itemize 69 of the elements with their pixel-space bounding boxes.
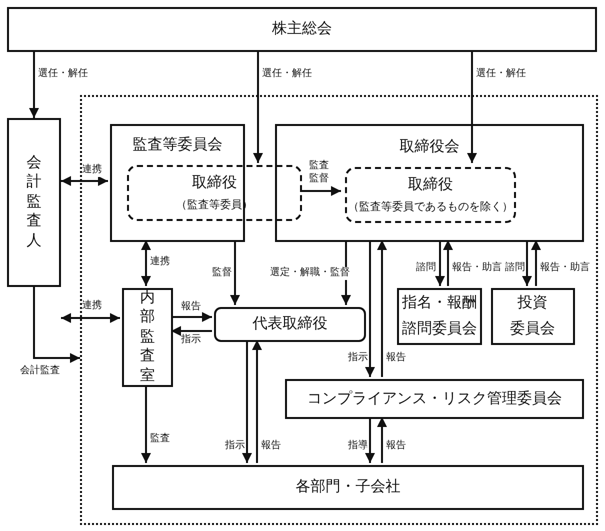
box-label: 代表取締役 [252, 315, 328, 334]
arrow [522, 240, 532, 286]
director-box [127, 165, 302, 221]
arrow [61, 176, 108, 186]
edge-label: 監督 [212, 267, 232, 280]
edge-label: 指示 [225, 440, 245, 452]
box-label: 会計監査人 [26, 154, 42, 251]
edge-label: 連携 [150, 256, 170, 268]
auditor-box [7, 118, 61, 287]
arrow [33, 287, 80, 363]
edge-label: 選任・解任 [262, 68, 312, 80]
edge-label: 報告 [261, 440, 281, 452]
edge-label: 報告・助言 [452, 262, 502, 274]
edge-label: 選定・解職・監督 [270, 267, 350, 280]
box-label: コンプライアンス・リスク管理委員会 [307, 390, 562, 408]
department-box [112, 465, 584, 510]
arrow [435, 240, 445, 286]
committee-box [491, 288, 575, 345]
arrow [252, 340, 262, 463]
arrow [171, 312, 212, 322]
arrow [171, 326, 212, 336]
edge-label: 指導 [348, 440, 368, 452]
arrow [531, 240, 541, 286]
arrow [242, 340, 252, 463]
box-label: 各部門・子会社 [296, 478, 400, 497]
arrow [377, 417, 387, 463]
meeting-box [7, 7, 597, 52]
box-label: 取締役会 [400, 138, 460, 157]
box-sublabel: （監査等委員であるものを除く） [348, 200, 513, 214]
arrow [300, 186, 341, 196]
arrow [141, 385, 151, 463]
edge-label: 会計監査 [20, 365, 60, 378]
arrow [141, 240, 151, 286]
representative-box [214, 307, 366, 342]
committee-box [397, 288, 482, 345]
committee-box [285, 379, 584, 419]
box-label: 投資委員会 [510, 294, 556, 338]
box-label: 株主総会 [272, 20, 332, 39]
edge-label: 選任・解任 [38, 68, 88, 80]
edge-label: 連携 [82, 164, 102, 176]
arrow [365, 417, 375, 463]
director-box [345, 167, 516, 223]
box-label: 指名・報酬諮問委員会 [402, 294, 478, 338]
edge-label: 連携 [82, 300, 102, 312]
edge-label: 指示 [181, 334, 201, 346]
edge-label: 報告・助言 [540, 262, 590, 274]
audit-office-box [122, 288, 173, 387]
edge-label: 報告 [386, 352, 406, 364]
box-label: 監査等委員会 [132, 136, 222, 155]
box-label: 内部監査室 [140, 288, 156, 386]
arrow [230, 240, 240, 305]
arrow [253, 52, 263, 163]
arrow [467, 52, 477, 163]
box-label: 取締役 [192, 174, 237, 192]
edge-label: 選任・解任 [476, 68, 526, 80]
edge-label: 監査 [150, 433, 170, 446]
edge-label: 監査監督 [309, 160, 331, 185]
edge-label: 指示 [348, 352, 368, 364]
arrow [365, 240, 375, 377]
arrow [29, 52, 39, 118]
edge-label: 諮問 [416, 262, 436, 274]
box-label: 取締役 [408, 176, 453, 194]
arrow [61, 313, 120, 323]
edge-label: 諮問 [505, 262, 525, 274]
arrow [377, 240, 387, 377]
committee-box [110, 124, 245, 242]
edge-label: 報告 [386, 440, 406, 452]
edge-label: 報告 [181, 301, 201, 314]
arrow [443, 240, 453, 286]
